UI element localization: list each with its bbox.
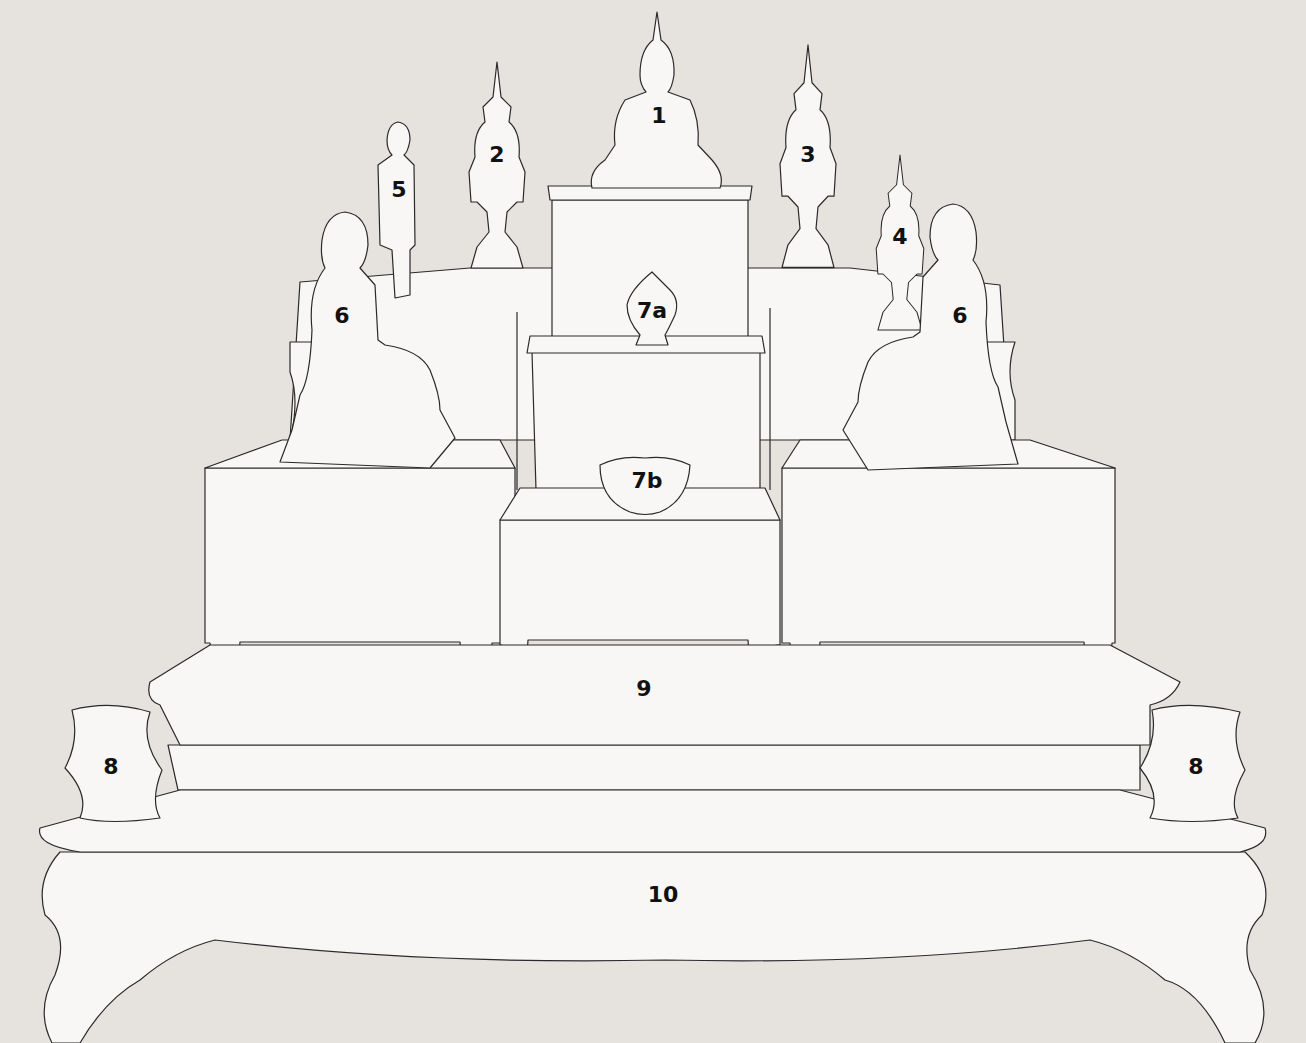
vase bbox=[1140, 705, 1245, 821]
middle-tier bbox=[149, 645, 1180, 745]
right-table bbox=[782, 468, 1115, 666]
callout-number: 1 bbox=[651, 105, 666, 127]
callout-number: 9 bbox=[636, 678, 651, 700]
seated-buddha bbox=[591, 12, 721, 188]
callout-number: 10 bbox=[648, 884, 679, 906]
lower-tier bbox=[168, 745, 1140, 790]
callout-number: 8 bbox=[1188, 756, 1203, 778]
seated-figure bbox=[280, 212, 455, 468]
callout-number: 6 bbox=[952, 305, 967, 327]
crowned-standing-figure bbox=[780, 45, 836, 267]
top-pedestal bbox=[552, 200, 748, 342]
callout-number: 5 bbox=[391, 179, 406, 201]
bowl bbox=[600, 457, 690, 514]
low-table-apron bbox=[42, 852, 1266, 1043]
callout-number: 3 bbox=[800, 144, 815, 166]
callout-number: 6 bbox=[334, 305, 349, 327]
side-rail bbox=[516, 312, 517, 490]
crowned-standing-figure bbox=[876, 155, 924, 330]
left-table bbox=[205, 468, 515, 666]
callout-number: 8 bbox=[103, 756, 118, 778]
callout-number: 7a bbox=[637, 300, 667, 322]
seated-figure bbox=[843, 204, 1018, 470]
small-urn bbox=[627, 272, 677, 345]
vase bbox=[65, 705, 162, 821]
side-rail bbox=[769, 308, 770, 490]
low-table-top bbox=[40, 790, 1266, 852]
standing-monk bbox=[378, 122, 415, 298]
callout-number: 4 bbox=[892, 226, 907, 248]
callout-number: 7b bbox=[631, 470, 662, 492]
callout-number: 2 bbox=[489, 144, 504, 166]
crowned-standing-figure bbox=[469, 62, 525, 268]
